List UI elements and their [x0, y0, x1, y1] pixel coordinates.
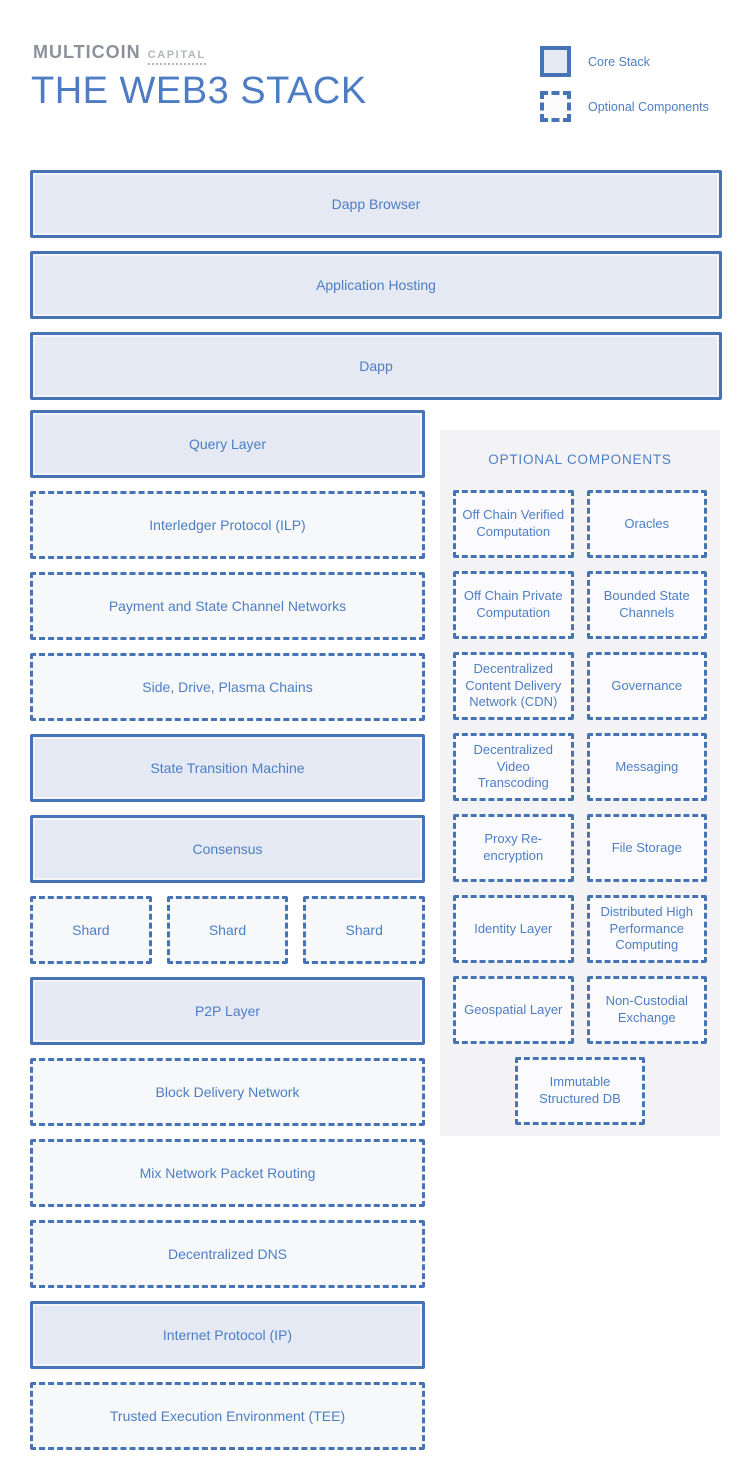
logo-primary-text: MULTICOIN: [33, 42, 141, 62]
box-label: Governance: [611, 677, 683, 693]
box-label: Proxy Re-encryption: [483, 831, 544, 863]
box-label: Payment and State Channel Networks: [108, 597, 347, 614]
core-box-internet-protocol-ip: Internet Protocol (IP): [30, 1301, 425, 1369]
box-label: Dapp Browser: [331, 195, 421, 212]
optional-box-oracles: Oracles: [586, 490, 707, 558]
optional-box-block-delivery-network: Block Delivery Network: [30, 1058, 425, 1126]
optional-box-shard: Shard: [166, 896, 289, 964]
optional-box-identity-layer: Identity Layer: [453, 895, 574, 963]
shard-row: Shard Shard Shard: [30, 896, 426, 964]
box-label: Messaging: [615, 758, 679, 774]
optional-box-governance: Governance: [586, 652, 707, 720]
core-box-dapp-browser: Dapp Browser: [30, 170, 722, 238]
box-label: Decentralized Content Delivery Network (…: [465, 661, 562, 710]
box-label: Interledger Protocol (ILP): [149, 516, 306, 533]
multicoin-logo: MULTICOIN CAPITAL: [33, 42, 206, 65]
optional-box-side-drive-plasma-chains: Side, Drive, Plasma Chains: [30, 653, 425, 721]
optional-components-title: OPTIONAL COMPONENTS: [488, 452, 672, 467]
box-label: P2P Layer: [194, 1002, 261, 1019]
box-label: Mix Network Packet Routing: [139, 1164, 316, 1181]
optional-box-decentralized-content-delivery-network-cdn: Decentralized Content Delivery Network (…: [453, 652, 574, 720]
optional-box-decentralized-video-transcoding: Decentralized Video Transcoding: [453, 733, 574, 801]
optional-box-bounded-state-channels: Bounded State Channels: [586, 571, 707, 639]
box-label: Application Hosting: [316, 276, 436, 293]
box-label: Block Delivery Network: [155, 1083, 300, 1100]
optional-box-decentralized-dns: Decentralized DNS: [30, 1220, 425, 1288]
optional-components-panel: OPTIONAL COMPONENTS Off Chain Verified C…: [440, 430, 720, 1136]
box-label: Shard: [72, 921, 110, 938]
core-box-query-layer: Query Layer: [30, 410, 425, 478]
page-title: THE WEB3 STACK: [31, 70, 367, 112]
box-label: Query Layer: [188, 435, 267, 452]
box-label: Identity Layer: [474, 920, 553, 936]
optional-box-non-custodial-exchange: Non-Custodial Exchange: [586, 976, 707, 1044]
optional-box-payment-and-state-channel-networks: Payment and State Channel Networks: [30, 572, 425, 640]
box-label: Bounded State Channels: [603, 588, 690, 620]
box-label: Geospatial Layer: [464, 1001, 563, 1017]
legend-core-label: Core Stack: [588, 54, 650, 69]
optional-box-shard: Shard: [30, 896, 152, 964]
optional-box-off-chain-private-computation: Off Chain Private Computation: [453, 571, 574, 639]
box-label: File Storage: [611, 839, 682, 855]
optional-components-footer: Immutable Structured DB: [440, 1057, 720, 1125]
optional-box-distributed-high-performance-computing: Distributed High Performance Computing: [586, 895, 707, 963]
optional-components-swatch-icon: [540, 91, 571, 122]
box-label: Non-Custodial Exchange: [605, 993, 688, 1025]
box-label: Immutable Structured DB: [539, 1074, 621, 1106]
legend-row-optional: Optional Components: [540, 91, 709, 122]
optional-box-geospatial-layer: Geospatial Layer: [453, 976, 574, 1044]
logo-secondary-text: CAPITAL: [147, 49, 206, 65]
core-box-state-transition-machine: State Transition Machine: [30, 734, 425, 802]
core-box-dapp: Dapp: [30, 332, 722, 400]
legend: Core Stack Optional Components: [540, 46, 709, 122]
optional-box-messaging: Messaging: [586, 733, 707, 801]
core-stack-swatch-icon: [540, 46, 571, 77]
legend-row-core: Core Stack: [540, 46, 709, 77]
legend-optional-label: Optional Components: [588, 99, 709, 114]
core-box-p2p-layer: P2P Layer: [30, 977, 425, 1045]
core-box-application-hosting: Application Hosting: [30, 251, 722, 319]
optional-box-trusted-execution-environment-tee: Trusted Execution Environment (TEE): [30, 1382, 425, 1450]
optional-box-proxy-re-encryption: Proxy Re-encryption: [453, 814, 574, 882]
box-label: State Transition Machine: [150, 759, 305, 776]
box-label: Distributed High Performance Computing: [600, 904, 694, 953]
box-label: Decentralized DNS: [167, 1245, 288, 1262]
optional-box-immutable-structured-db: Immutable Structured DB: [515, 1057, 645, 1125]
core-box-consensus: Consensus: [30, 815, 425, 883]
box-label: Internet Protocol (IP): [162, 1326, 293, 1343]
optional-box-off-chain-verified-computation: Off Chain Verified Computation: [453, 490, 574, 558]
box-label: Shard: [208, 921, 247, 938]
box-label: Consensus: [192, 840, 263, 857]
box-label: Oracles: [624, 515, 670, 531]
optional-box-mix-network-packet-routing: Mix Network Packet Routing: [30, 1139, 425, 1207]
optional-box-interledger-protocol-ilp: Interledger Protocol (ILP): [30, 491, 425, 559]
box-label: Off Chain Verified Computation: [462, 507, 565, 539]
box-label: Trusted Execution Environment (TEE): [109, 1407, 346, 1424]
box-label: Off Chain Private Computation: [463, 588, 563, 620]
box-label: Shard: [345, 921, 383, 938]
box-label: Side, Drive, Plasma Chains: [142, 678, 313, 695]
box-label: Decentralized Video Transcoding: [473, 742, 554, 791]
optional-box-shard: Shard: [303, 896, 426, 964]
box-label: Dapp: [359, 357, 393, 374]
optional-box-file-storage: File Storage: [586, 814, 707, 882]
